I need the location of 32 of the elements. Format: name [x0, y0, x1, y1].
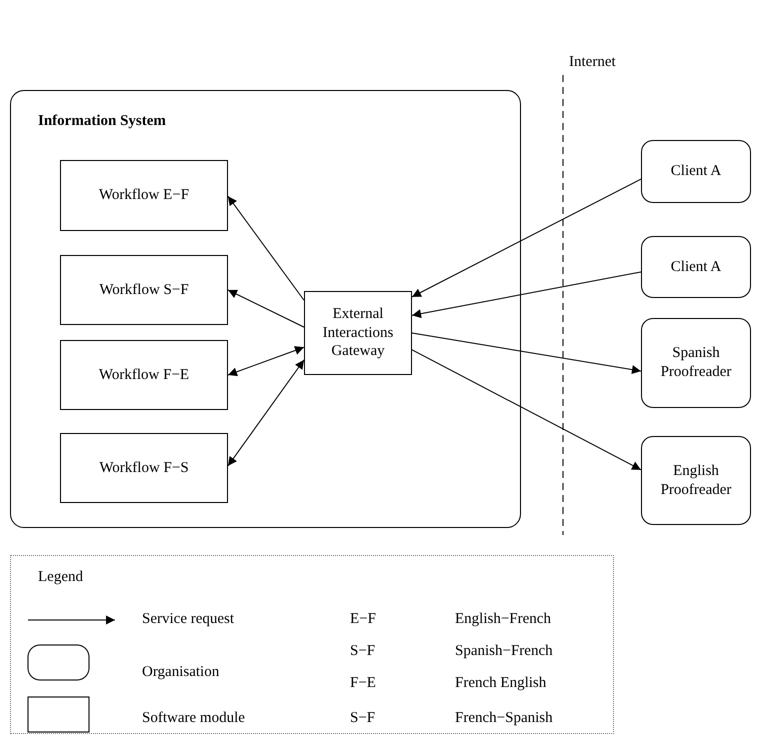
organisation-box: Client A [641, 140, 751, 203]
zone-label: Internet [569, 54, 616, 71]
legend-text: Organisation [142, 664, 220, 681]
arrow [228, 359, 304, 466]
software-module-box: External Interactions Gateway [304, 291, 412, 375]
abbreviation: F−E [350, 675, 376, 692]
arrow [412, 332, 642, 374]
abbreviation-meaning: Spanish−French [455, 643, 553, 660]
abbreviation-meaning: French−Spanish [455, 710, 553, 727]
abbreviation: S−F [350, 643, 376, 660]
arrow [228, 346, 304, 376]
arrow [412, 178, 642, 298]
legend-text: Service request [142, 611, 234, 628]
software-module-box: Workflow F−E [60, 340, 228, 410]
arrow [412, 349, 642, 470]
arrow [228, 290, 304, 328]
system-boundary [10, 90, 521, 528]
arrow [228, 196, 304, 301]
arrow [412, 271, 642, 318]
software-module-box: Workflow E−F [60, 160, 228, 231]
legend-title: Legend [38, 569, 83, 586]
software-module-box: Workflow F−S [60, 433, 228, 503]
abbreviation: E−F [350, 611, 376, 628]
organisation-box: Client A [641, 236, 751, 298]
system-title: Information System [38, 112, 166, 131]
abbreviation: S−F [350, 710, 376, 727]
organisation-box: English Proofreader [641, 436, 751, 525]
abbreviation-meaning: French English [455, 675, 546, 692]
organisation-box: Spanish Proofreader [641, 318, 751, 408]
legend-text: Software module [142, 710, 245, 727]
software-module-box: Workflow S−F [60, 255, 228, 325]
abbreviation-meaning: English−French [455, 611, 551, 628]
